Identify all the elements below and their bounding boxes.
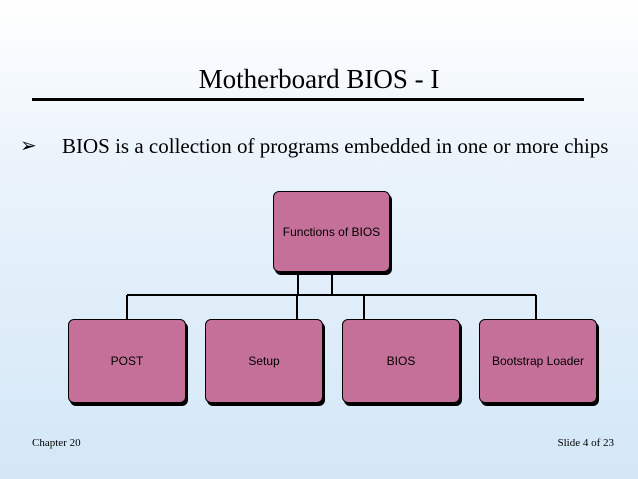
node-post: POST xyxy=(68,319,186,403)
node-bios: BIOS xyxy=(342,319,460,403)
bullet-text: BIOS is a collection of programs embedde… xyxy=(62,134,609,158)
slide-title: Motherboard BIOS - I xyxy=(198,64,440,94)
node-functions-of-bios: Functions of BIOS xyxy=(273,191,390,272)
footer-slide-number: Slide 4 of 23 xyxy=(557,437,614,449)
node-setup: Setup xyxy=(205,319,323,403)
node-bootstrap-loader: Bootstrap Loader xyxy=(479,319,597,403)
footer-chapter: Chapter 20 xyxy=(32,437,81,449)
arrow-bullet-icon: ➢ xyxy=(20,135,37,157)
title-underline xyxy=(32,98,584,101)
